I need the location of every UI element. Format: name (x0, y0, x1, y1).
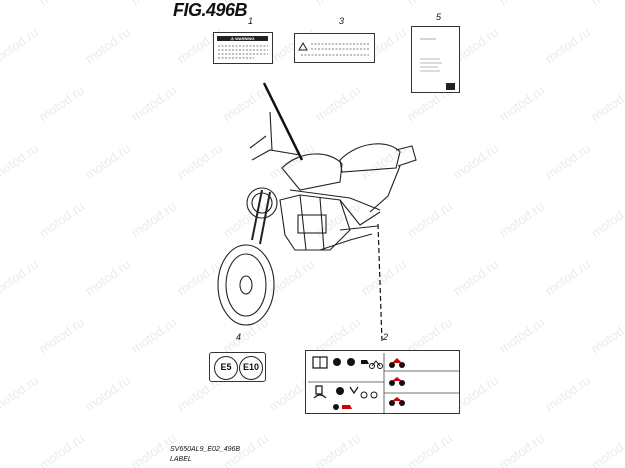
label-1-warning: ⚠ WARNING (213, 32, 273, 64)
callout-4: 4 (236, 332, 242, 342)
callout-1: 1 (248, 16, 254, 26)
motorcycle-outline (217, 111, 417, 326)
callout-3: 3 (339, 16, 345, 26)
label-5-graphic (420, 38, 455, 90)
figure-title: FIG.496B (173, 0, 248, 20)
leader-line-label-2 (377, 223, 383, 343)
fuel-mark-e10: E10 (239, 356, 263, 380)
footer-diagram-name: LABEL (170, 456, 192, 463)
label-5-manual (411, 26, 460, 93)
label-1-heading: ⚠ WARNING (217, 36, 268, 41)
label-2-graphic (308, 353, 459, 413)
label-4-fuel: E5 E10 (209, 352, 266, 382)
callout-2: 2 (383, 332, 389, 342)
label-3 (294, 33, 375, 63)
fuel-mark-e5: E5 (214, 356, 238, 380)
leader-line-label-1 (262, 82, 304, 161)
footer-diagram-code: SV650AL9_E02_496B (170, 446, 241, 453)
label-2-pictograms (305, 350, 460, 414)
callout-5: 5 (436, 12, 442, 22)
label-1-text-lines (218, 45, 268, 59)
label-3-graphic (298, 41, 369, 56)
